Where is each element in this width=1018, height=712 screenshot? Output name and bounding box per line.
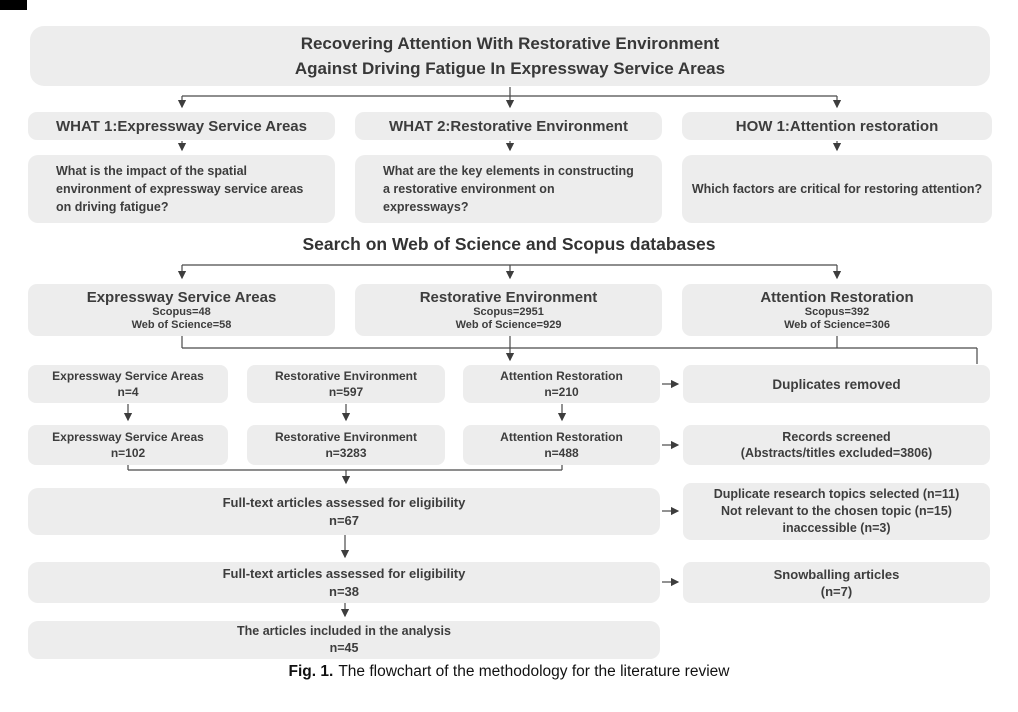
database-box-ar-wos: Web of Science=306 [784,318,890,331]
database-box-re: Restorative Environment Scopus=2951 Web … [355,284,662,336]
screen-row2-re: Restorative Environment n=3283 [247,425,445,465]
database-box-esa-title: Expressway Service Areas [86,288,277,306]
screen-row1-re: Restorative Environment n=597 [247,365,445,403]
screen-row1-esa: Expressway Service Areas n=4 [28,365,228,403]
database-box-esa-scopus: Scopus=48 [152,305,211,318]
screen-row2-esa: Expressway Service Areas n=102 [28,425,228,465]
screen-row1-re-title: Restorative Environment [274,369,418,383]
question-heading-how1: HOW 1:Attention restoration [682,112,992,140]
note-snowballing: Snowballing articles (n=7) [683,562,990,603]
question-box-what2: What are the key elements in constructin… [355,155,662,223]
figure-caption-text: The flowchart of the methodology for the… [338,663,730,680]
screen-row2-ar-count: n=488 [544,446,579,460]
screen-row2-re-count: n=3283 [325,446,367,460]
database-box-ar-scopus: Scopus=392 [804,305,870,318]
screen-row2-esa-count: n=102 [110,446,146,460]
included-articles-box: The articles included in the analysis n=… [28,621,660,659]
database-box-esa-wos: Web of Science=58 [131,318,232,331]
note-duplicates-removed: Duplicates removed [683,365,990,403]
included-articles-count: n=45 [329,641,359,655]
question-heading-what1-label: WHAT 1:Expressway Service Areas [56,117,307,135]
screen-row1-ar-count: n=210 [544,385,579,399]
question-box-how1: Which factors are critical for restoring… [682,155,992,223]
fulltext-eligibility-67-title: Full-text articles assessed for eligibil… [222,494,466,510]
fulltext-eligibility-38: Full-text articles assessed for eligibil… [28,562,660,603]
question-text-what2: What are the key elements in constructin… [383,164,634,214]
screen-row1-re-count: n=597 [328,385,364,399]
question-text-what1: What is the impact of the spatial enviro… [56,164,304,214]
note-records-screened-line2: (Abstracts/titles excluded=3806) [740,446,933,460]
database-box-re-scopus: Scopus=2951 [473,305,544,318]
question-heading-what2: WHAT 2:Restorative Environment [355,112,662,140]
note-exclusions-line1: Duplicate research topics selected (n=11… [713,487,960,501]
screen-row2-ar: Attention Restoration n=488 [463,425,660,465]
screen-row1-ar: Attention Restoration n=210 [463,365,660,403]
note-exclusions-line3: inaccessible (n=3) [782,521,891,535]
screen-row2-re-title: Restorative Environment [274,430,418,444]
fulltext-eligibility-38-count: n=38 [329,583,359,599]
screen-row1-esa-title: Expressway Service Areas [52,369,204,383]
database-box-ar-title: Attention Restoration [760,288,914,306]
figure-title-box: Recovering Attention With Restorative En… [30,26,990,86]
database-box-esa: Expressway Service Areas Scopus=48 Web o… [28,284,335,336]
note-snowballing-line2: (n=7) [820,583,853,599]
note-exclusions: Duplicate research topics selected (n=11… [683,483,990,540]
database-box-re-title: Restorative Environment [419,288,598,306]
fulltext-eligibility-67: Full-text articles assessed for eligibil… [28,488,660,535]
note-duplicates-removed-label: Duplicates removed [772,376,901,392]
screen-row2-esa-title: Expressway Service Areas [52,430,204,444]
note-exclusions-line2: Not relevant to the chosen topic (n=15) [721,504,952,518]
figure-title-line1: Recovering Attention With Restorative En… [300,34,720,53]
question-heading-how1-label: HOW 1:Attention restoration [735,117,939,135]
figure-title-line2: Against Driving Fatigue In Expressway Se… [294,59,726,78]
question-heading-what2-label: WHAT 2:Restorative Environment [389,117,628,135]
fulltext-eligibility-38-title: Full-text articles assessed for eligibil… [222,565,466,581]
included-articles-title: The articles included in the analysis [237,624,451,638]
screen-row1-ar-title: Attention Restoration [500,369,623,383]
search-heading: Search on Web of Science and Scopus data… [302,234,716,254]
database-box-re-wos: Web of Science=929 [455,318,562,331]
note-records-screened: Records screened (Abstracts/titles exclu… [683,425,990,465]
screen-row1-esa-count: n=4 [117,385,139,399]
figure-caption: Fig. 1.The flowchart of the methodology … [0,663,1018,681]
note-records-screened-line1: Records screened [782,430,891,444]
note-snowballing-line1: Snowballing articles [773,566,900,582]
question-box-what1: What is the impact of the spatial enviro… [28,155,335,223]
screen-row2-ar-title: Attention Restoration [500,430,623,444]
scan-artifact [0,0,27,10]
database-box-ar: Attention Restoration Scopus=392 Web of … [682,284,992,336]
figure-caption-label: Fig. 1. [288,663,334,680]
fulltext-eligibility-67-count: n=67 [329,512,359,528]
question-text-how1: Which factors are critical for restoring… [691,182,983,196]
question-heading-what1: WHAT 1:Expressway Service Areas [28,112,335,140]
